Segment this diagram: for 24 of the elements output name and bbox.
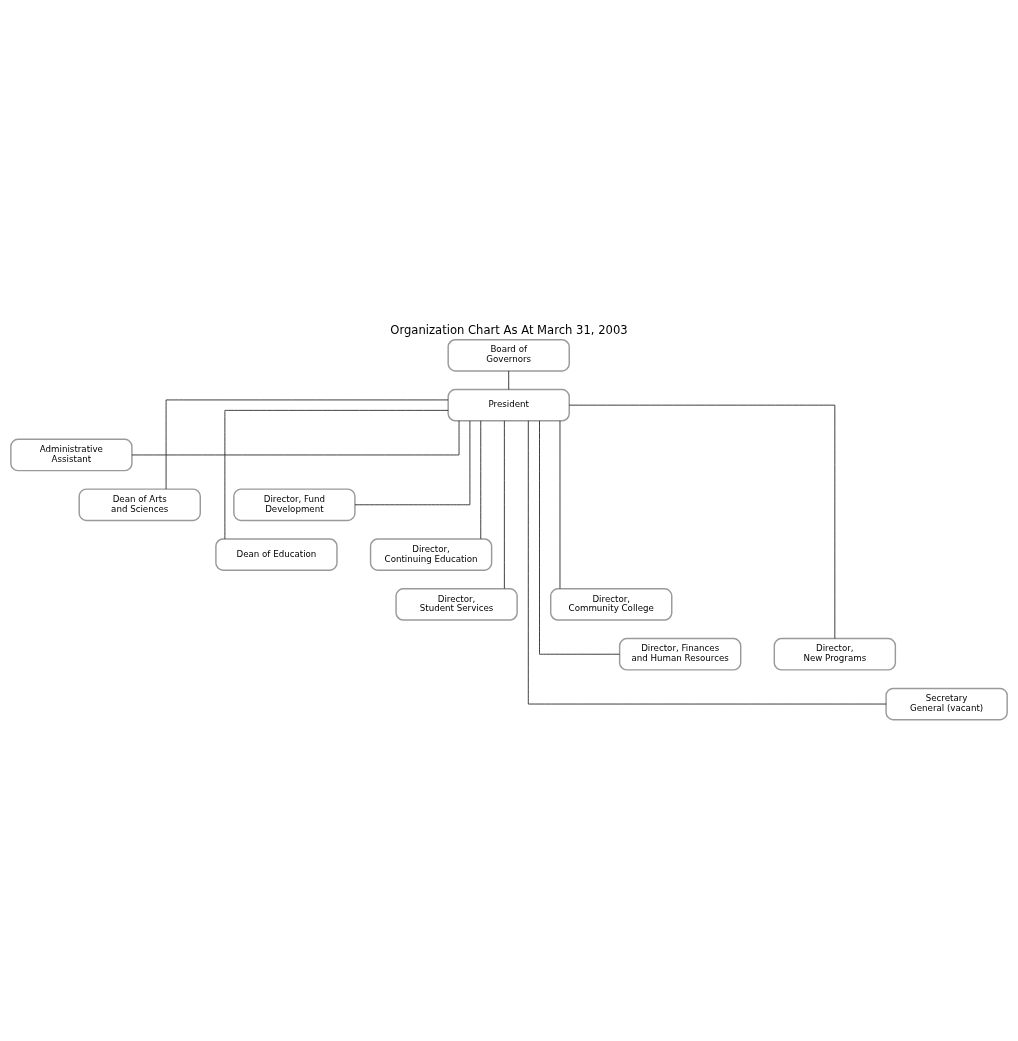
node-box: Director, Continuing Education <box>369 537 493 571</box>
connector <box>527 419 887 704</box>
connector <box>568 404 836 639</box>
connector <box>508 370 510 390</box>
node-box: Board of Governors <box>447 338 570 372</box>
node-box: Director, Fund Development <box>233 487 356 521</box>
node-box: Director, Finances and Human Resources <box>618 637 742 671</box>
node-box: Dean of Arts and Sciences <box>78 487 201 521</box>
node-box: President <box>447 388 570 421</box>
node-box: Dean of Education <box>215 537 338 571</box>
connector <box>165 399 449 489</box>
connector <box>224 409 449 539</box>
node-box: Director, Community College <box>550 587 673 621</box>
connector <box>559 420 561 589</box>
connector <box>354 420 471 505</box>
node-box: Director, New Programs <box>773 637 897 671</box>
connector <box>503 420 505 589</box>
connector <box>539 420 620 655</box>
connector <box>131 419 460 455</box>
node-box: Secretary General (vacant) <box>885 687 1008 720</box>
node-box: Administrative Assistant <box>10 438 133 471</box>
node-box: Director, Student Services <box>395 587 518 621</box>
connector <box>480 419 482 539</box>
diagram-title: Organization Chart As At March 31, 2003 <box>390 322 628 337</box>
